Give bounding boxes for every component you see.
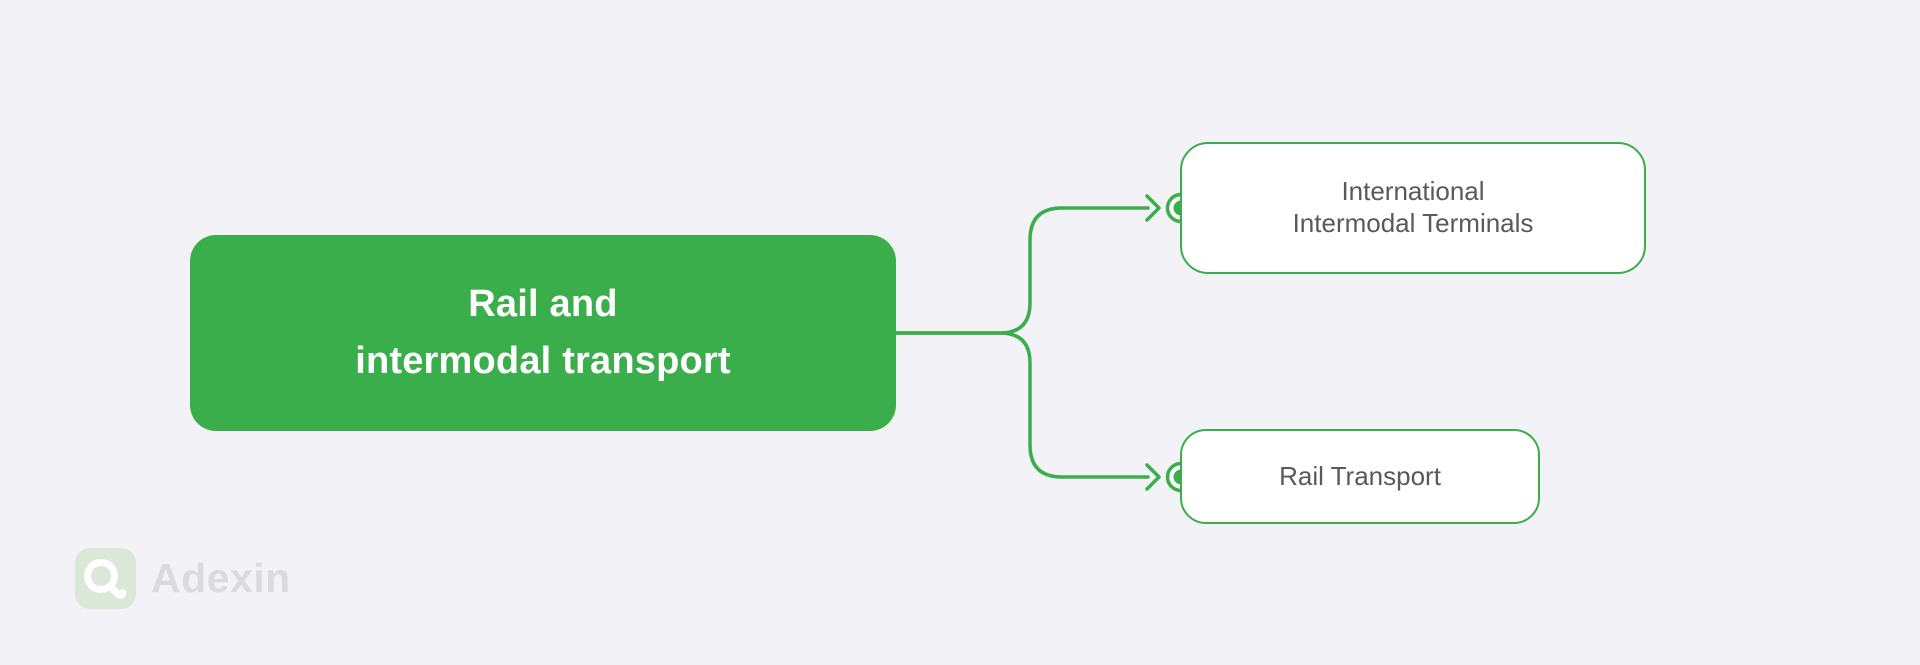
root-node-label-line1: Rail and xyxy=(468,283,618,325)
brand-watermark: Adexin xyxy=(75,548,291,609)
child-node-label-line1: Rail Transport xyxy=(1279,460,1441,491)
child-node-label-line1: International xyxy=(1341,176,1485,207)
root-node-label-line2: intermodal transport xyxy=(355,340,731,382)
adexin-logo-icon xyxy=(75,548,136,609)
connector-upper-branch xyxy=(894,206,1150,335)
arrowhead-lower-icon xyxy=(1145,463,1161,491)
brand-wordmark: Adexin xyxy=(151,555,291,601)
arrowhead-upper-icon xyxy=(1145,194,1161,222)
connector-lower-branch xyxy=(894,331,1150,479)
child-node-label-line2: Intermodal Terminals xyxy=(1292,208,1534,238)
child-node-international-intermodal-terminals: International Intermodal Terminals xyxy=(1180,142,1646,274)
root-node-rail-and-intermodal-transport: Rail and intermodal transport xyxy=(190,235,896,431)
child-node-rail-transport: Rail Transport xyxy=(1180,429,1540,524)
